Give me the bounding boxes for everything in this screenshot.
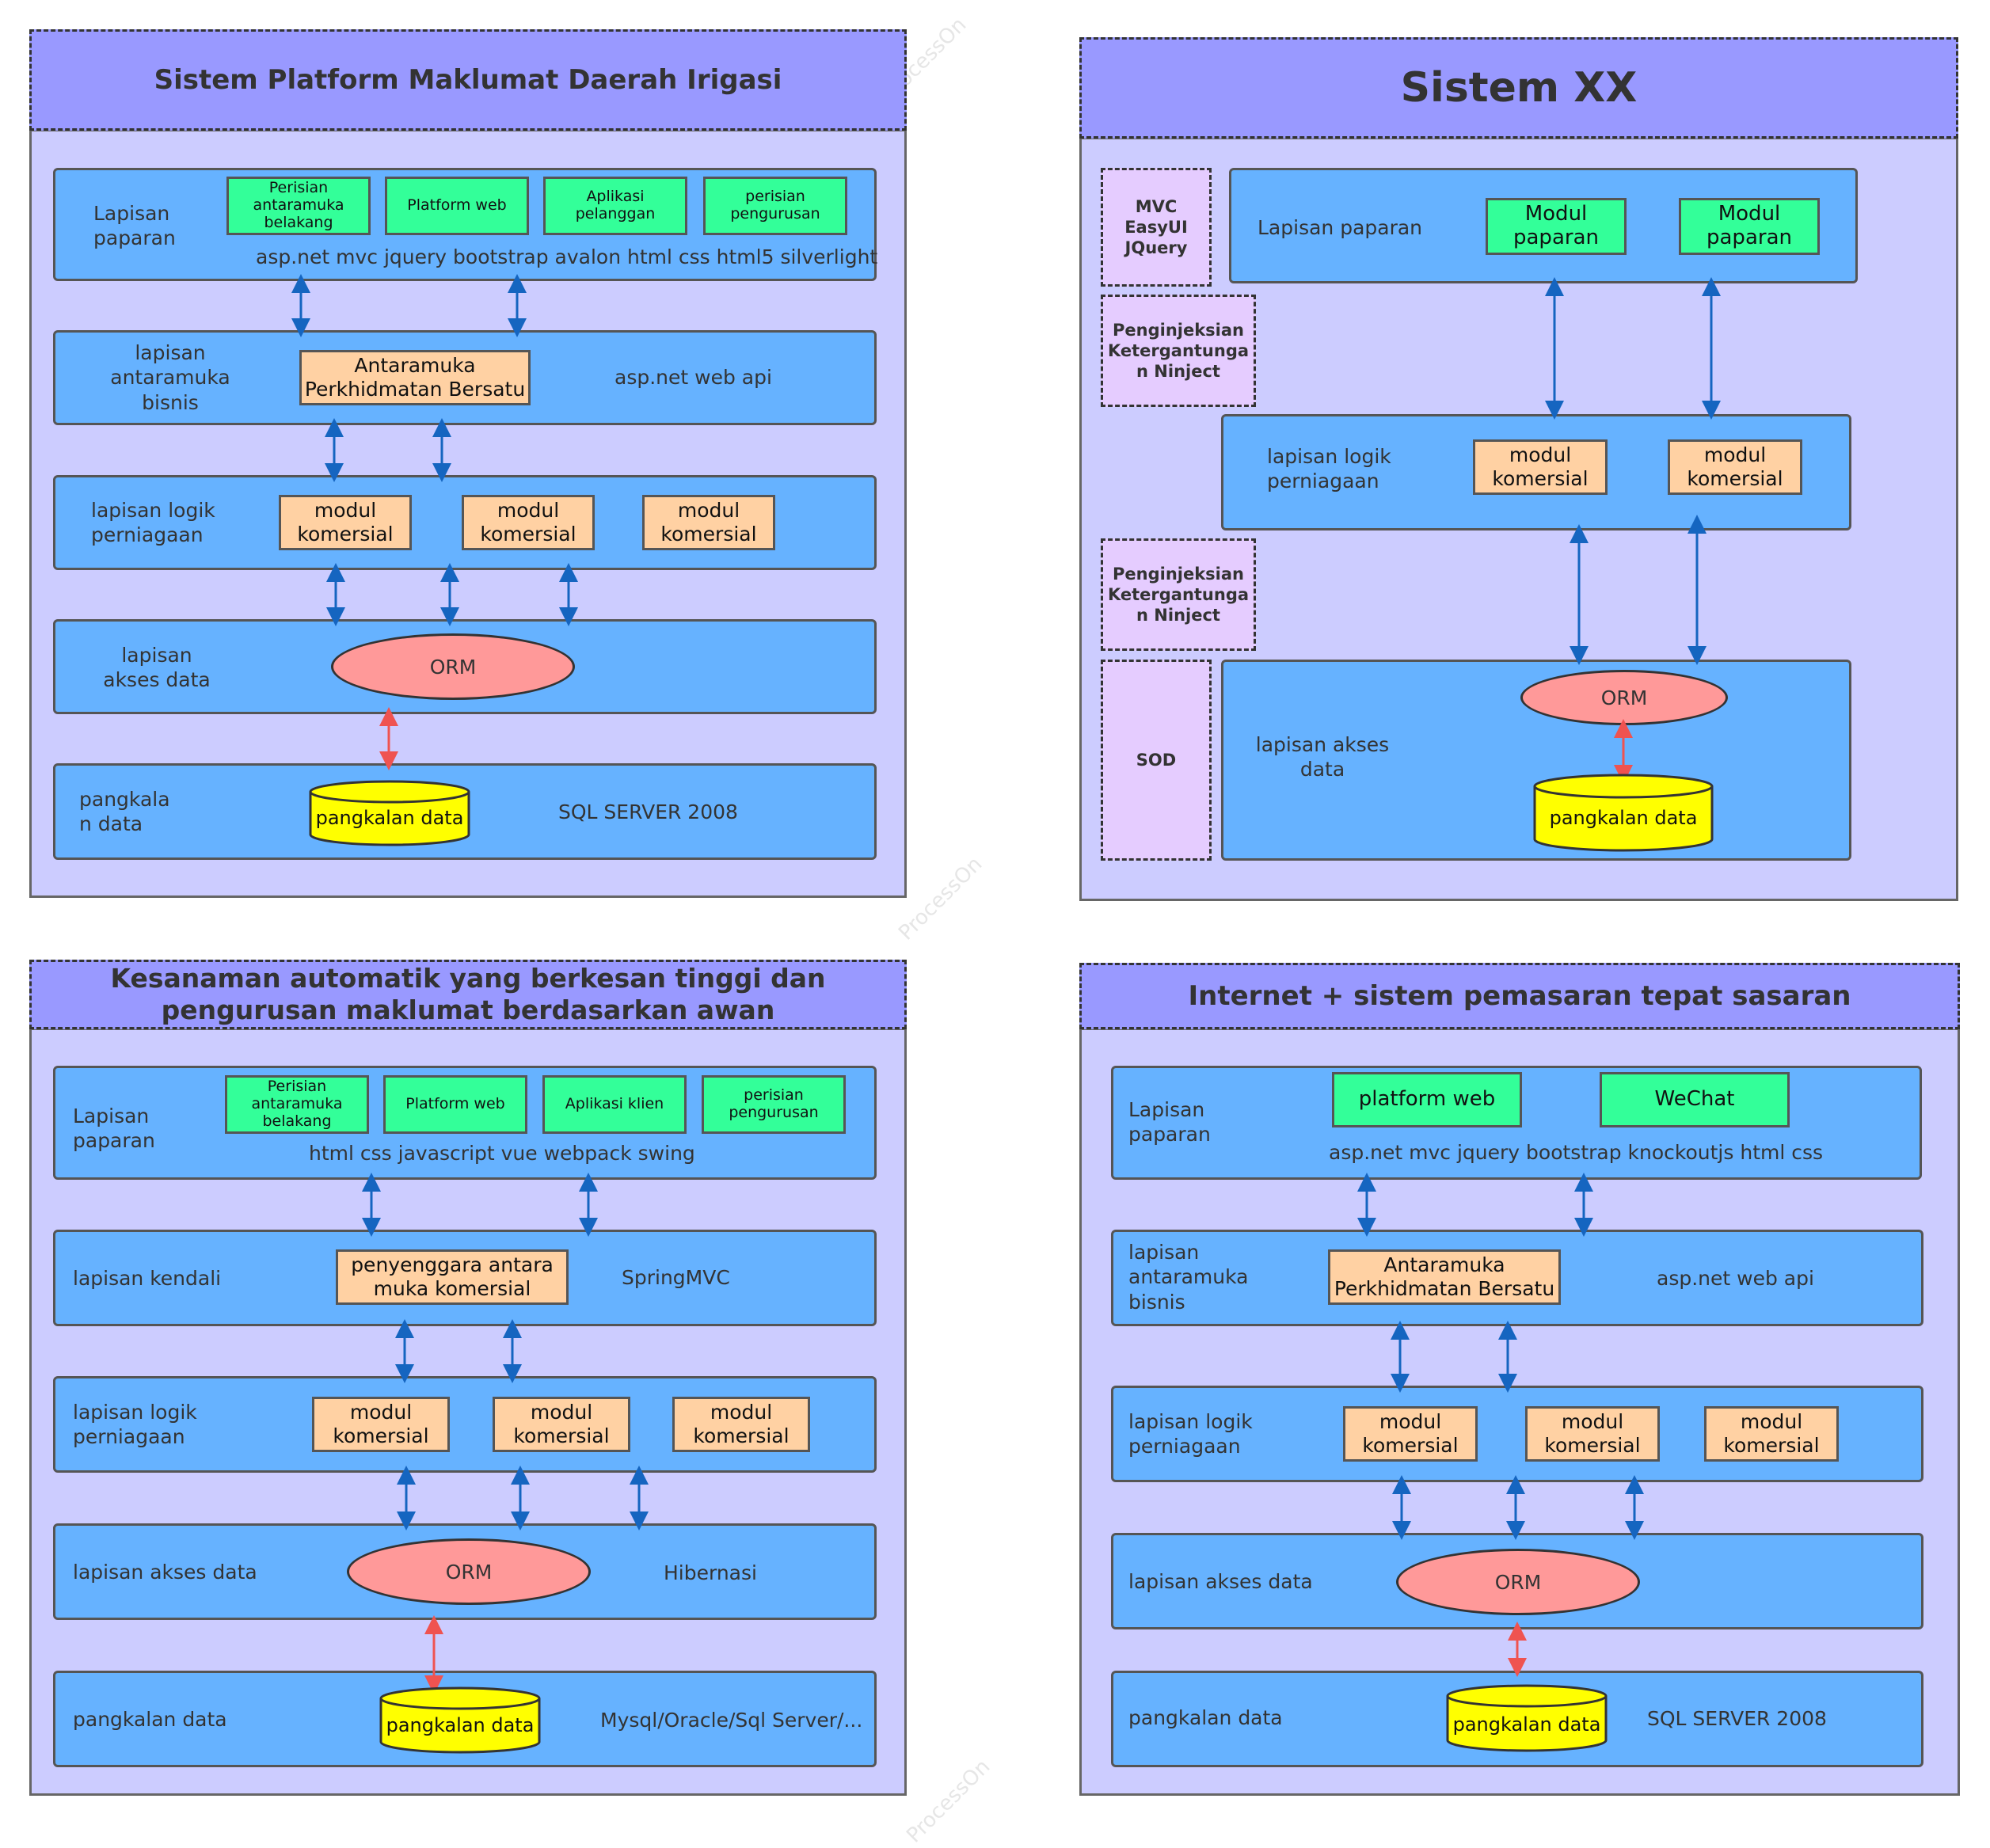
q2-logic-module-2: modul komersial <box>1668 439 1802 495</box>
q4-access-label: lapisan akses data <box>1128 1570 1313 1594</box>
q1-module-backend: Perisian antaramuka belakang <box>226 177 371 235</box>
q3-module-backend: Perisian antaramuka belakang <box>225 1075 369 1134</box>
q3-module-client: Aplikasi klien <box>542 1075 687 1134</box>
q4-db-cylinder-label: pangkalan data <box>1453 1713 1601 1736</box>
q2-side-di-1: Penginjeksian Ketergantunga n Ninject <box>1101 295 1256 407</box>
q4-logic-label: lapisan logik perniagaan <box>1128 1409 1253 1458</box>
q3-presentation-label: Lapisan paparan <box>73 1104 155 1152</box>
q3-db-cylinder-label: pangkalan data <box>386 1714 535 1736</box>
q3-title: Kesanaman automatik yang berkesan tinggi… <box>29 960 907 1029</box>
q2-presentation-label: Lapisan paparan <box>1258 216 1423 240</box>
q3-logic-label: lapisan logik perniagaan <box>73 1400 197 1448</box>
q4-title: Internet + sistem pemasaran tepat sasara… <box>1079 963 1960 1029</box>
q1-interface-tech: asp.net web api <box>615 365 772 389</box>
q1-orm: ORM <box>331 633 575 700</box>
q4-module-wechat: WeChat <box>1600 1072 1790 1127</box>
q3-access-tech: Hibernasi <box>664 1561 757 1584</box>
q1-db-layer <box>53 763 877 860</box>
q4-orm: ORM <box>1396 1549 1640 1615</box>
q4-interface-box: Antaramuka Perkhidmatan Bersatu <box>1328 1249 1561 1305</box>
q3-control-box: penyenggara antara muka komersial <box>336 1249 569 1305</box>
q3-logic-module-1: modul komersial <box>312 1397 450 1452</box>
q1-db-cylinder-label: pangkalan data <box>316 807 464 829</box>
q1-title: Sistem Platform Maklumat Daerah Irigasi <box>29 29 907 131</box>
q2-db-cylinder <box>1533 774 1714 852</box>
q3-module-management: perisian pengurusan <box>702 1075 846 1134</box>
q4-logic-module-1: modul komersial <box>1343 1406 1478 1462</box>
q3-module-web: Platform web <box>383 1075 527 1134</box>
q1-db-label: pangkala n data <box>79 787 170 835</box>
q3-db-cylinder <box>379 1686 541 1754</box>
q1-access-label: lapisan akses data <box>103 643 211 691</box>
q2-module-view-1: Modul paparan <box>1486 198 1627 255</box>
q3-control-tech: SpringMVC <box>622 1265 730 1289</box>
q3-logic-module-2: modul komersial <box>493 1397 630 1452</box>
q3-control-label: lapisan kendali <box>73 1267 222 1291</box>
q1-module-web: Platform web <box>385 177 529 235</box>
q4-logic-module-2: modul komersial <box>1525 1406 1660 1462</box>
q1-db-cylinder <box>309 780 470 846</box>
q3-db-tech: Mysql/Oracle/Sql Server/... <box>600 1708 863 1732</box>
q4-interface-tech: asp.net web api <box>1657 1266 1814 1290</box>
q1-logic-module-1: modul komersial <box>279 495 412 550</box>
q1-presentation-label: Lapisan paparan <box>93 201 176 249</box>
q1-logic-label: lapisan logik perniagaan <box>91 498 215 546</box>
q2-side-sod: SOD <box>1101 660 1212 861</box>
q1-module-client: Aplikasi pelanggan <box>543 177 687 235</box>
q4-presentation-label: Lapisan paparan <box>1128 1097 1211 1146</box>
q3-arrows <box>362 1173 649 1530</box>
q2-orm: ORM <box>1520 670 1728 725</box>
q3-access-label: lapisan akses data <box>73 1561 257 1584</box>
q4-db-cylinder <box>1446 1684 1608 1752</box>
q3-logic-module-3: modul komersial <box>672 1397 810 1452</box>
q1-interface-box: Antaramuka Perkhidmatan Bersatu <box>299 350 531 405</box>
q1-arrows <box>291 274 578 626</box>
q2-module-view-2: Modul paparan <box>1679 198 1820 255</box>
q2-side-mvc: MVC EasyUI JQuery <box>1101 168 1212 287</box>
q1-db-tech: SQL SERVER 2008 <box>558 800 738 823</box>
q4-arrows <box>1357 1173 1644 1540</box>
q2-side-di-2: Penginjeksian Ketergantunga n Ninject <box>1101 538 1256 651</box>
q2-db-cylinder-label: pangkalan data <box>1550 807 1698 829</box>
q3-presentation-tech: html css javascript vue webpack swing <box>309 1141 695 1165</box>
q2-logic-module-1: modul komersial <box>1473 439 1608 495</box>
q2-access-label: lapisan akses data <box>1255 732 1390 781</box>
q2-arrows <box>1545 277 1721 665</box>
q2-logic-label: lapisan logik perniagaan <box>1267 444 1391 492</box>
q3-orm: ORM <box>347 1538 591 1605</box>
q1-module-management: perisian pengurusan <box>703 177 847 235</box>
q4-db-label: pangkalan data <box>1128 1706 1283 1730</box>
q4-presentation-tech: asp.net mvc jquery bootstrap knockoutjs … <box>1329 1140 1824 1164</box>
q4-logic-module-3: modul komersial <box>1704 1406 1839 1462</box>
q1-logic-module-2: modul komersial <box>462 495 595 550</box>
q4-module-web: platform web <box>1332 1072 1522 1127</box>
q3-db-label: pangkalan data <box>73 1708 227 1732</box>
q2-title: Sistem XX <box>1079 37 1958 139</box>
q1-presentation-tech: asp.net mvc jquery bootstrap avalon html… <box>256 245 878 268</box>
q4-db-tech: SQL SERVER 2008 <box>1647 1706 1827 1730</box>
q1-logic-module-3: modul komersial <box>642 495 775 550</box>
